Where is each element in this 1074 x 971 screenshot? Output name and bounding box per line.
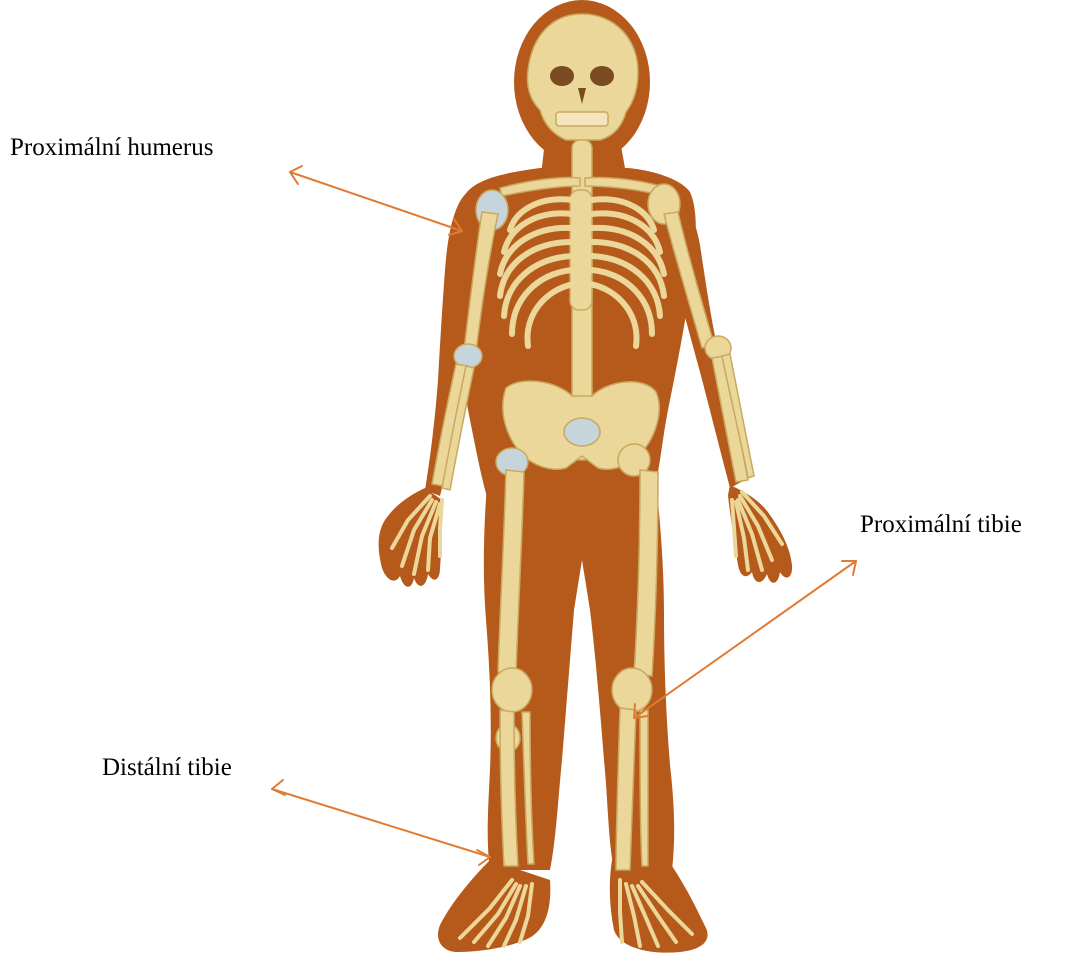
label-proximal-humerus: Proximální humerus [10,135,213,160]
label-distal-tibia: Distální tibie [102,755,232,780]
arrow-proximal-tibia [634,561,856,718]
arrow-proximal-humerus [290,166,462,235]
label-proximal-tibia: Proximální tibie [860,512,1022,537]
arrow-distal-tibia [272,780,490,865]
